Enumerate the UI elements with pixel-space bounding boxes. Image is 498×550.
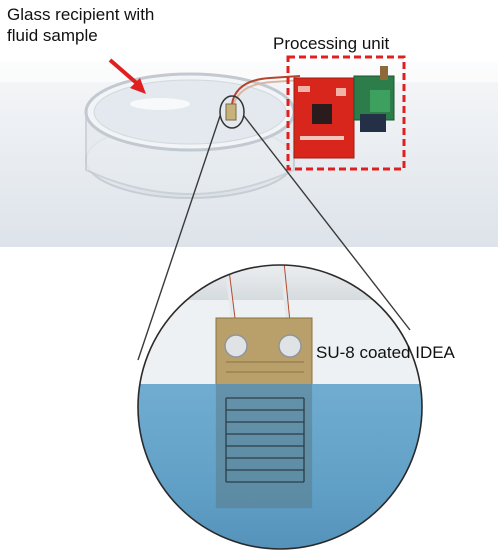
zoom-marker [219, 95, 245, 129]
idea-electrodes [225, 397, 305, 483]
top-photo [0, 55, 498, 247]
magnified-view [138, 265, 422, 549]
solder-pad-right [278, 334, 302, 358]
zoom-line-right [243, 115, 411, 331]
processing-unit-box [286, 55, 406, 171]
zoom-line-left [137, 115, 221, 361]
glass-label-line1: Glass recipient with [7, 5, 155, 24]
magnified-circle-border [137, 264, 423, 550]
sensor-wires [231, 75, 301, 105]
glass-recipient-label: Glass recipient with fluid sample [7, 4, 217, 46]
sensor-label: SU-8 coated IDEA [316, 343, 455, 362]
red-arrow [108, 58, 146, 94]
processing-unit-label: Processing unit [273, 34, 390, 53]
glass-dish [84, 72, 296, 199]
small-sensor [225, 103, 237, 121]
solder-pad-left [224, 334, 248, 358]
glass-label-line2: fluid sample [7, 26, 98, 45]
processing-board [293, 66, 395, 159]
